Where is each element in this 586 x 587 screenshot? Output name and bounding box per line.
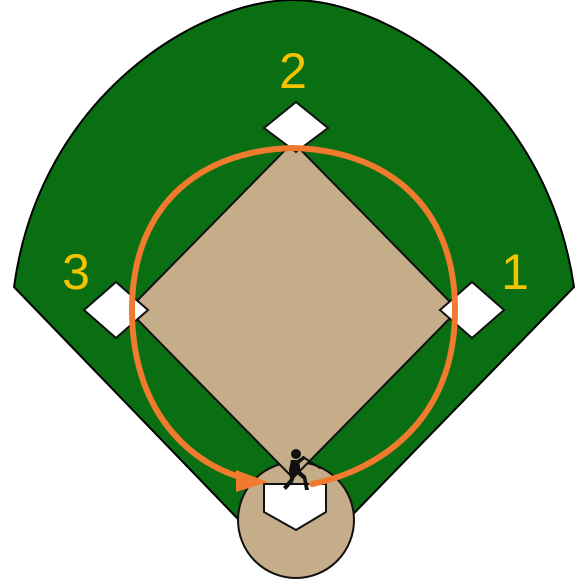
first-base-label: 1 xyxy=(501,244,529,300)
base-running-path xyxy=(128,144,459,487)
path-arrowhead xyxy=(236,470,268,492)
third-base-label: 3 xyxy=(62,244,90,300)
second-base xyxy=(262,100,330,154)
batter-icon xyxy=(283,449,321,490)
second-base-label: 2 xyxy=(279,43,307,99)
